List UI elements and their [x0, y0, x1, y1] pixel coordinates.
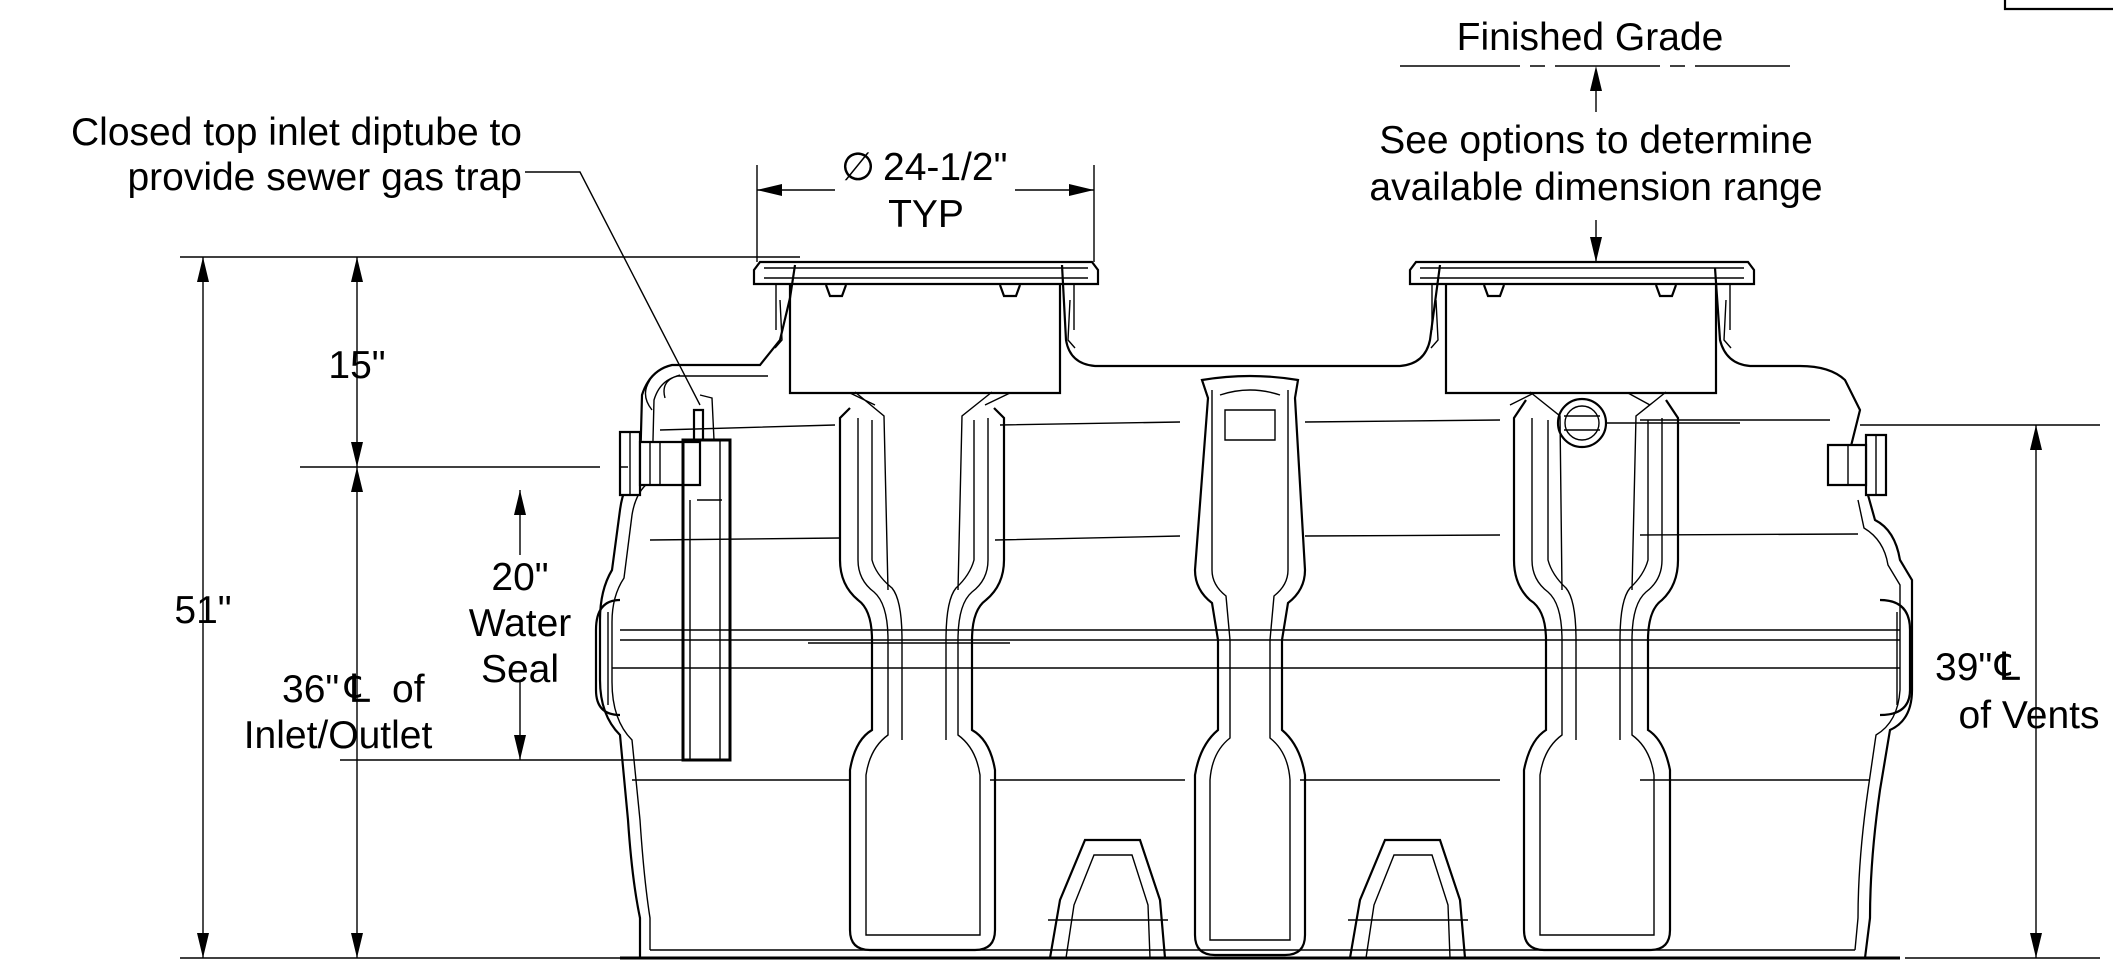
dim-15-label: 15" — [328, 344, 385, 387]
options-note-line1: See options to determine — [1379, 119, 1813, 162]
dimension-lines — [180, 65, 2100, 959]
right-riser — [1408, 260, 1756, 406]
annotations: Finished Grade See options to determine … — [71, 16, 2099, 757]
inlet-outlet-centerline-symbol: ℄ — [344, 668, 370, 711]
inlet-outlet-label-line1: of — [392, 668, 425, 711]
left-riser — [752, 260, 1100, 406]
dim-51-label: 51" — [174, 589, 231, 632]
vents-dim: 39" — [1935, 646, 1992, 689]
inlet-outlet-label-line2: Inlet/Outlet — [244, 714, 433, 757]
inlet-outlet-dim: 36" — [282, 668, 339, 711]
vents-centerline-symbol: ℄ — [1994, 646, 2020, 689]
finished-grade-label: Finished Grade — [1457, 16, 1724, 59]
tank-body — [594, 264, 1914, 960]
diameter-symbol: ∅ — [841, 146, 875, 189]
title-block-corner — [2003, 0, 2113, 11]
vents-label: of Vents — [1959, 694, 2100, 737]
diptube-note-line1: Closed top inlet diptube to — [71, 111, 522, 154]
riser-diameter-dim: 24-1/2" — [883, 146, 1007, 189]
water-seal-label-line1: Water — [469, 602, 572, 645]
water-seal-dim: 20" — [491, 556, 548, 599]
diptube-note-line2: provide sewer gas trap — [127, 156, 522, 199]
riser-typ-label: TYP — [888, 193, 964, 236]
water-seal-label-line2: Seal — [481, 648, 559, 691]
inlet-diptube — [618, 374, 732, 762]
options-note-line2: available dimension range — [1369, 166, 1822, 209]
outlet-fitting — [1826, 433, 1888, 497]
